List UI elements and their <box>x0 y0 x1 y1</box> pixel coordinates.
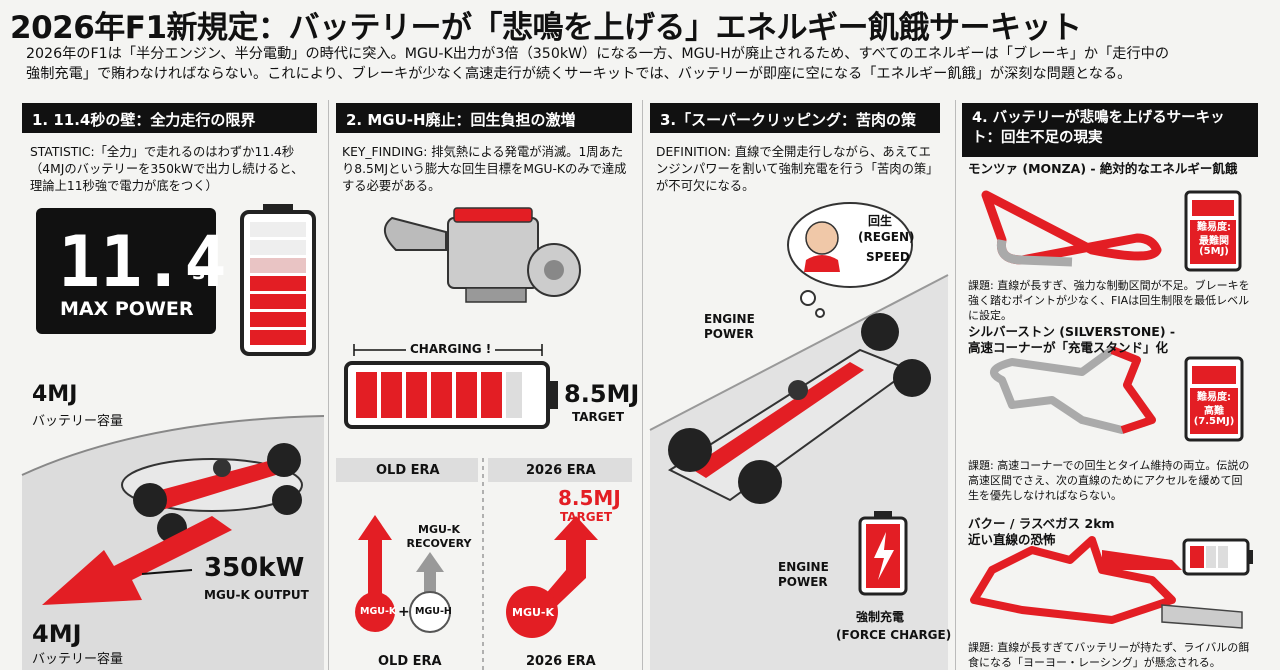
target2-value: 8.5MJ <box>558 486 621 510</box>
charging-label: CHARGING ! <box>406 342 496 356</box>
timer-unit: s <box>192 260 206 285</box>
baku-track <box>970 536 1176 624</box>
silverstone-track <box>990 346 1156 434</box>
timer-label: MAX POWER <box>60 298 194 320</box>
thought-bubble <box>787 202 913 288</box>
monza-badge-3: (5MJ) <box>1199 246 1229 257</box>
target-label: TARGET <box>572 410 625 424</box>
panel-mgu-h: 2. MGU-H廃止：回生負担の激増 KEY_FINDING: 排気熱による発電… <box>336 100 639 670</box>
monza-name: モンツァ (MONZA) - 絶対的なエネルギー飢餓 <box>968 161 1238 176</box>
mgu-k-badge-old: MGU-K <box>360 606 397 617</box>
lightning-icon <box>874 532 894 580</box>
target2-label: TARGET <box>560 510 613 524</box>
regen-jp: 回生 <box>868 214 893 228</box>
silverstone-description: 課題: 高速コーナーでの回生とタイム維持の両立。伝説の高速区間でさえ、次の直線の… <box>968 459 1250 502</box>
divider-3 <box>955 100 956 670</box>
panel-3-graphic <box>649 202 949 670</box>
engine-power-bottom: ENGINE POWER <box>778 560 829 589</box>
page-title: 2026年F1新規定：バッテリーが「悲鳴を上げる」エネルギー飢餓サーキット <box>10 10 1082 46</box>
target-value: 8.5MJ <box>564 380 640 408</box>
f1-car-illustration <box>667 313 931 504</box>
panel-circuits: 4. バッテリーが悲鳴を上げるサーキット：回生不足の現実 モンツァ (MONZA… <box>962 100 1258 670</box>
intro-text: 2026年のF1は「半分エンジン、半分電動」の時代に突入。MGU-K出力が3倍（… <box>26 44 1266 84</box>
timer-value: 11.4 <box>58 221 227 303</box>
divider-1 <box>328 100 329 670</box>
baku-name: バクー / ラスベガス 2km近い直線の恐怖 <box>968 516 1115 547</box>
baku-description: 課題: 直線が長すぎてバッテリーが持たず、ライバルの餌食になる「ヨーヨー・レーシ… <box>968 641 1250 669</box>
silverstone-badge-1: 難易度: <box>1197 392 1231 403</box>
monza-badge-1: 難易度: <box>1197 222 1231 233</box>
panel-1-graphic <box>21 204 325 670</box>
panel-4-graphic <box>970 190 1253 629</box>
new-era-bottom: 2026 ERA <box>526 654 596 669</box>
capacity-bottom-value: 4MJ <box>32 620 82 648</box>
silverstone-name: シルバーストン (SILVERSTONE) - 高速コーナーが「充電スタンド」化 <box>968 324 1176 355</box>
plus-sign: + <box>398 604 410 620</box>
monza-track <box>981 190 1162 265</box>
silverstone-badge-3: (7.5MJ) <box>1193 416 1235 427</box>
monza-badge-2: 最難関 <box>1199 236 1229 247</box>
panel-2-graphic <box>336 207 632 670</box>
speed-label: SPEED <box>866 250 910 264</box>
panel-3-definition: DEFINITION: 直線で全開走行しながら、あえてエンジンパワーを割いて強制… <box>656 145 939 193</box>
force-charge-en: (FORCE CHARGE) <box>836 628 952 642</box>
new-era-label: 2026 ERA <box>526 463 596 478</box>
panel-super-clipping: 3.「スーパークリッピング：苦肉の策 DEFINITION: 直線で全開走行しな… <box>649 100 952 670</box>
panel-2-heading: 2. MGU-H廃止：回生負担の激増 <box>336 103 632 133</box>
old-era-bottom: OLD ERA <box>378 654 442 669</box>
output-value: 350kW <box>204 553 305 583</box>
regen-en: (REGEN) <box>858 230 915 244</box>
baku-car <box>1102 550 1182 570</box>
capacity-bottom-label: バッテリー容量 <box>32 652 124 667</box>
old-era-label: OLD ERA <box>376 463 440 478</box>
panel-2-key-finding: KEY_FINDING: 排気熱による発電が消滅。1周あたり8.5MJという膨大… <box>342 145 627 193</box>
silverstone-badge-2: 高難 <box>1204 406 1224 417</box>
panel-max-power: 1. 11.4秒の壁：全力走行の限界 STATISTIC:「全力」で走れるのはわ… <box>21 100 325 670</box>
panel-4-heading: 4. バッテリーが悲鳴を上げるサーキット：回生不足の現実 <box>962 103 1258 157</box>
divider-2 <box>642 100 643 670</box>
output-label: MGU-K OUTPUT <box>204 588 309 602</box>
panel-1-heading: 1. 11.4秒の壁：全力走行の限界 <box>22 103 317 133</box>
intro-line-1: 2026年のF1は「半分エンジン、半分電動」の時代に突入。MGU-K出力が3倍（… <box>26 46 1170 62</box>
power-arrow <box>42 516 232 605</box>
monza-description: 課題: 直線が長すぎ、強力な制動区間が不足。ブレーキを強く踏むポイントが少なく、… <box>968 279 1250 322</box>
timer-display <box>36 208 216 334</box>
panel-3-heading: 3.「スーパークリッピング：苦肉の策 <box>650 103 940 133</box>
engine-icon <box>384 207 581 303</box>
driver-face <box>805 221 839 255</box>
mgu-h-badge: MGU-H <box>415 606 452 617</box>
engine-power-top: ENGINE POWER <box>704 312 755 341</box>
capacity-top-value: 4MJ <box>32 382 78 407</box>
force-charge-jp: 強制充電 <box>856 610 905 624</box>
panel-1-statistic: STATISTIC:「全力」で走れるのはわずか11.4秒（4MJのバッテリーを3… <box>30 145 304 193</box>
recovery-label: MGU-K RECOVERY <box>406 523 472 550</box>
intro-line-2: 強制充電」で賄わなければならない。これにより、ブレーキが少なく高速走行が続くサー… <box>26 66 1132 82</box>
capacity-top-label: バッテリー容量 <box>32 414 124 429</box>
rival-car <box>1161 604 1243 629</box>
mgu-k-badge-new: MGU-K <box>512 606 554 619</box>
